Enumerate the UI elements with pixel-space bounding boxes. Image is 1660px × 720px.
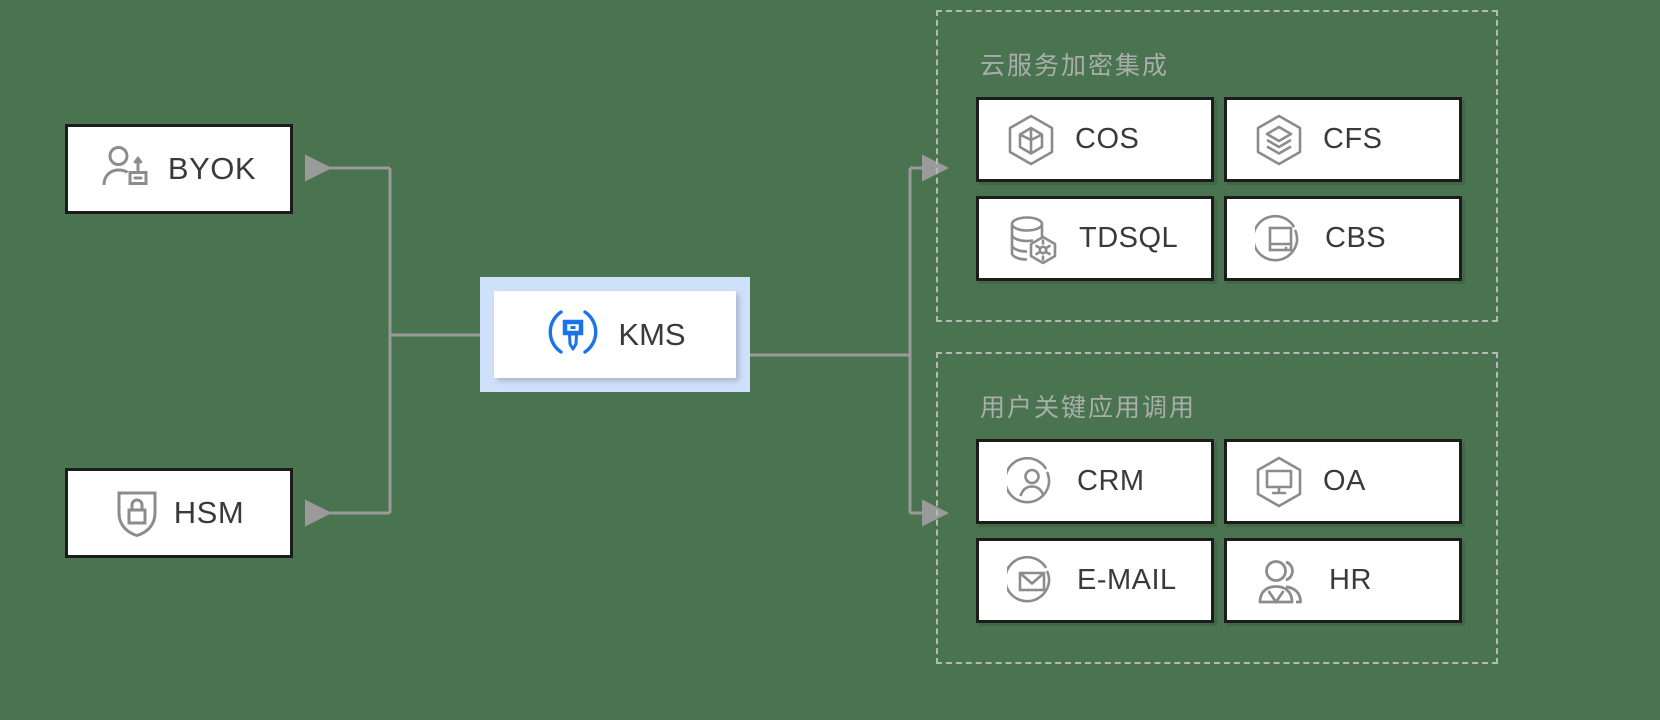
database-gear-icon: [1007, 213, 1059, 265]
node-cfs[interactable]: CFS: [1224, 97, 1462, 182]
group-cloud-items: COS CFS: [976, 97, 1462, 281]
node-email[interactable]: E-MAIL: [976, 538, 1214, 623]
group-cloud-title: 云服务加密集成: [980, 52, 1170, 80]
node-crm[interactable]: CRM: [976, 439, 1214, 524]
circle-envelope-icon: [1003, 555, 1057, 606]
node-email-label: E-MAIL: [1077, 564, 1177, 596]
node-cbs[interactable]: CBS: [1224, 196, 1462, 281]
node-hsm[interactable]: HSM: [65, 468, 293, 558]
node-oa[interactable]: OA: [1224, 439, 1462, 524]
node-hr[interactable]: HR: [1224, 538, 1462, 623]
hexagon-layers-icon: [1255, 114, 1303, 166]
node-crm-label: CRM: [1077, 465, 1145, 497]
node-cos-label: COS: [1075, 123, 1140, 155]
node-hr-label: HR: [1329, 564, 1372, 596]
group-apps-title: 用户关键应用调用: [980, 394, 1197, 422]
circle-user-icon: [1003, 456, 1057, 507]
node-cos[interactable]: COS: [976, 97, 1214, 182]
node-kms[interactable]: KMS: [494, 291, 736, 378]
node-kms-label: KMS: [618, 316, 686, 352]
group-apps-items: CRM OA: [976, 439, 1462, 623]
hexagon-monitor-icon: [1255, 456, 1303, 508]
node-cfs-label: CFS: [1323, 123, 1383, 155]
group-cloud-encryption: 云服务加密集成 COS: [936, 10, 1498, 322]
kms-highlight-frame: KMS: [480, 277, 750, 392]
user-key-icon: [102, 145, 154, 193]
node-oa-label: OA: [1323, 465, 1366, 497]
hexagon-cube-icon: [1007, 114, 1055, 166]
node-tdsql-label: TDSQL: [1079, 222, 1179, 254]
node-byok[interactable]: BYOK: [65, 124, 293, 214]
shield-lock-icon: [114, 488, 160, 538]
node-tdsql[interactable]: TDSQL: [976, 196, 1214, 281]
group-user-apps: 用户关键应用调用 CRM: [936, 352, 1498, 664]
node-byok-label: BYOK: [167, 151, 257, 186]
node-cbs-label: CBS: [1325, 222, 1387, 254]
circle-disk-icon: [1251, 214, 1305, 264]
key-icon: [544, 304, 602, 365]
people-group-icon: [1255, 556, 1309, 606]
node-hsm-label: HSM: [173, 495, 245, 530]
